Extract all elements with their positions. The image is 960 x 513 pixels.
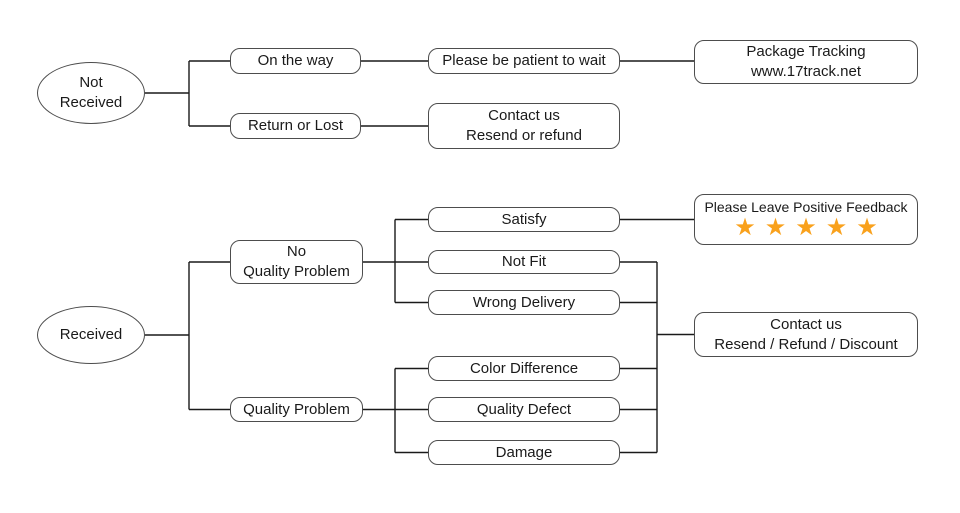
node-wrong-delivery: Wrong Delivery [428,290,620,315]
node-quality-defect: Quality Defect [428,397,620,422]
node-positive-feedback: Please Leave Positive Feedback ★★★★★ [694,194,918,245]
node-contact-us-resend-refund: Contact us Resend or refund [428,103,620,149]
node-color-difference: Color Difference [428,356,620,381]
node-quality-problem: Quality Problem [230,397,363,422]
node-satisfy: Satisfy [428,207,620,232]
five-star-rating-icon: ★★★★★ [734,213,887,242]
node-no-quality-problem: No Quality Problem [230,240,363,284]
node-not-fit: Not Fit [428,250,620,274]
node-damage: Damage [428,440,620,465]
node-on-the-way: On the way [230,48,361,74]
node-received: Received [37,306,145,364]
node-package-tracking: Package Tracking www.17track.net [694,40,918,84]
feedback-label: Please Leave Positive Feedback [704,198,908,215]
node-return-or-lost: Return or Lost [230,113,361,139]
node-contact-us-resend-refund-discount: Contact us Resend / Refund / Discount [694,312,918,357]
node-please-be-patient: Please be patient to wait [428,48,620,74]
node-not-received: Not Received [37,62,145,124]
